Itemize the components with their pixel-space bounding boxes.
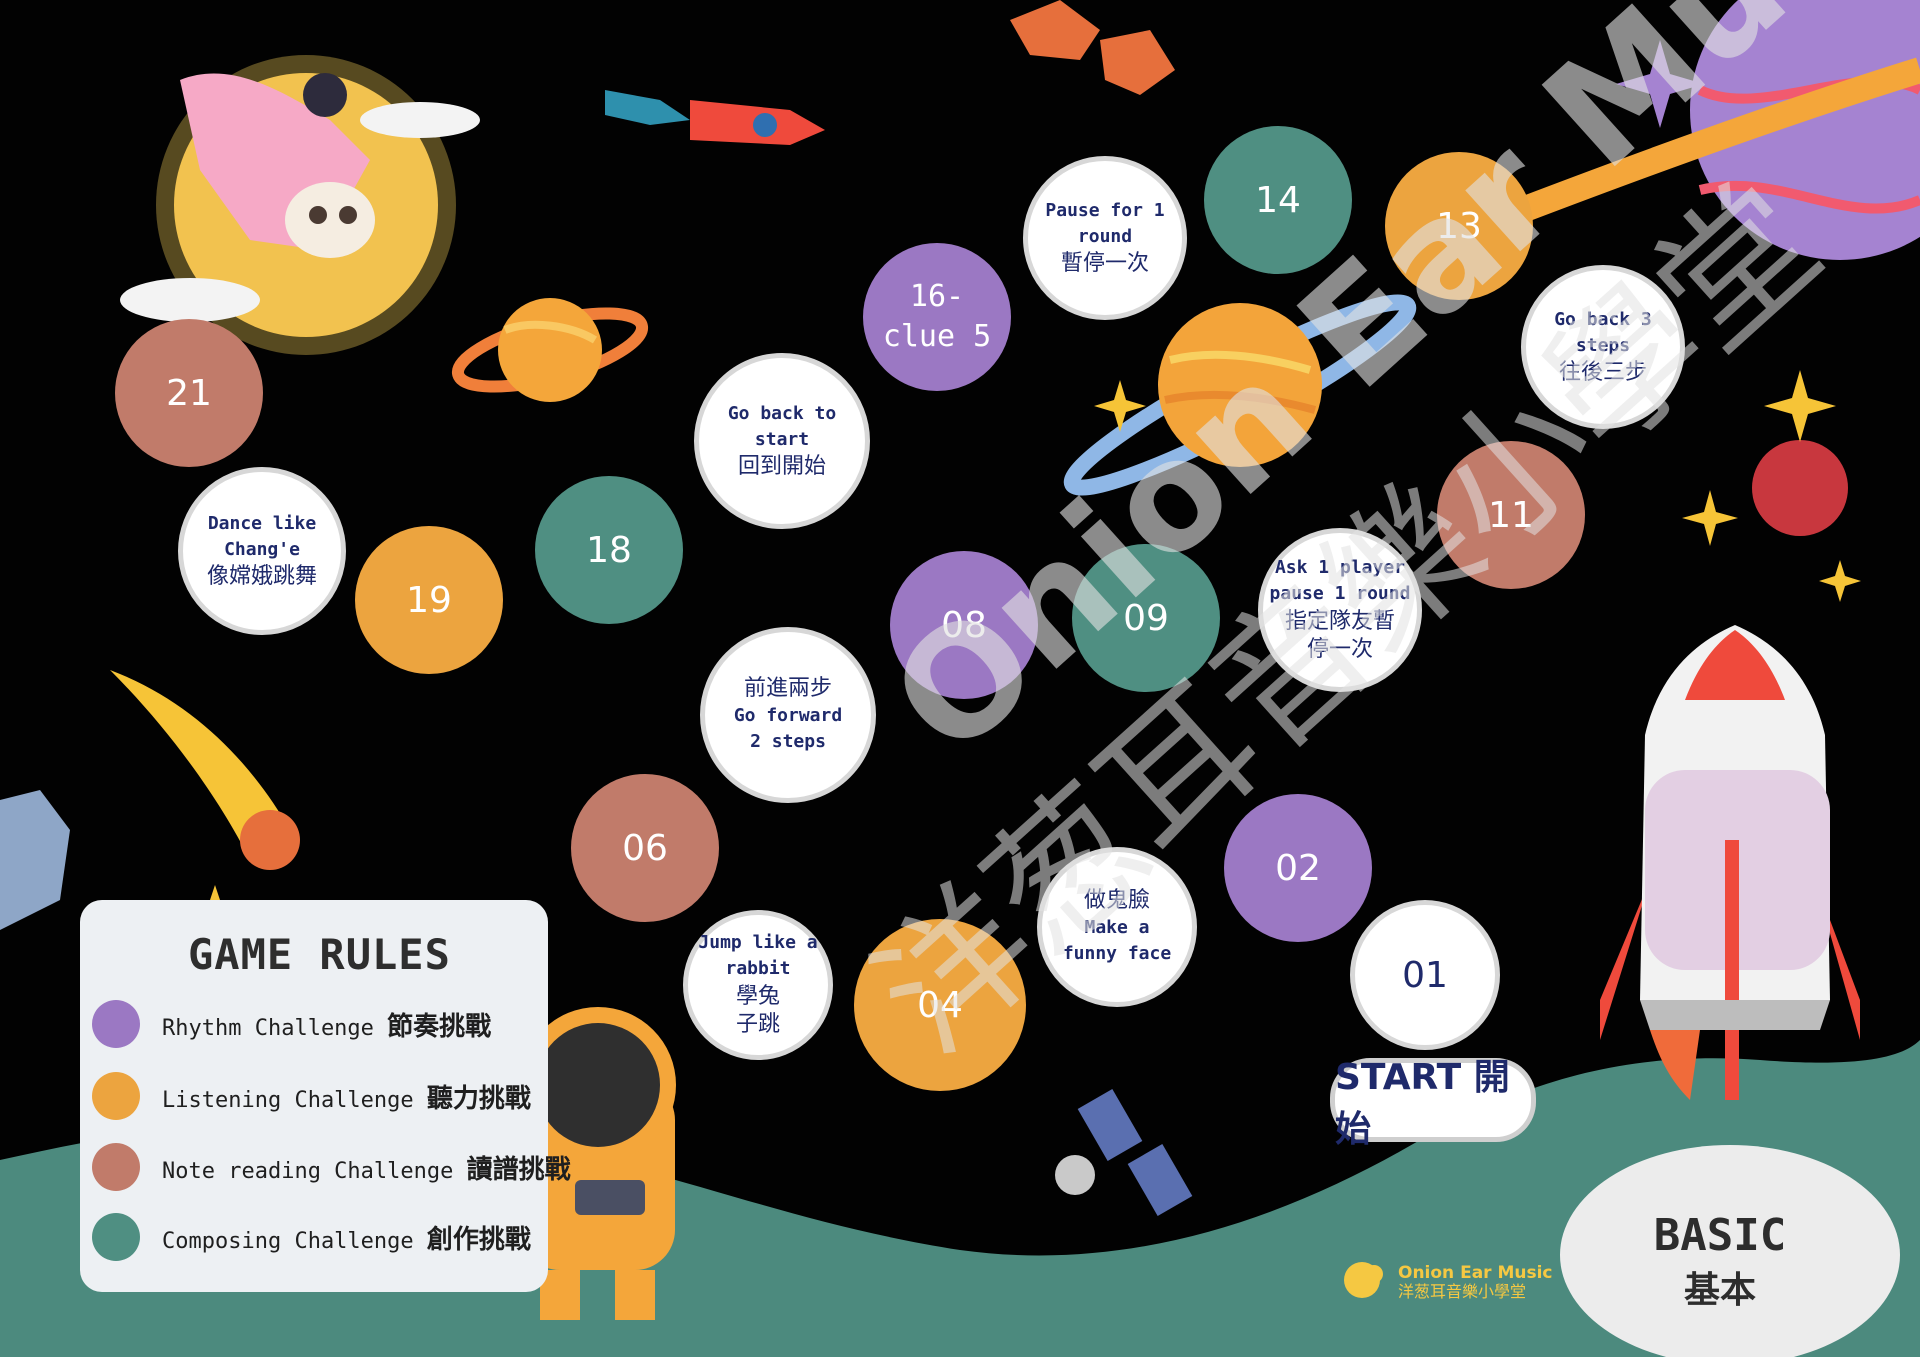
board-tile-16[interactable]: 16- clue 5 [863, 243, 1011, 391]
saturn-icon [451, 298, 649, 402]
tile-en: round [1077, 225, 1133, 247]
planet-icon [1465, 0, 1920, 260]
board-tile-10[interactable]: Ask 1 player pause 1 round 指定隊友暫停一次 [1258, 528, 1422, 692]
tile-number: 14 [1255, 179, 1301, 221]
tile-number: 01 [1402, 954, 1448, 996]
level-en: BASIC [1653, 1210, 1787, 1261]
rule-dot-composing [92, 1213, 140, 1261]
rule-label: Note reading Challenge 讀譜挑戰 [162, 1154, 571, 1185]
rule-dot-listening [92, 1072, 140, 1120]
tile-number: 06 [622, 827, 668, 869]
tile-label: 16- [909, 278, 965, 314]
tile-zh: 做鬼臉 [1083, 887, 1150, 913]
logo-text-zh: 洋葱耳音樂小學堂 [1398, 1281, 1527, 1301]
board-tile-15[interactable]: Pause for 1 round 暫停一次 [1023, 156, 1187, 320]
board-tile-21[interactable]: 21 [115, 319, 263, 467]
comet-icon [110, 670, 300, 870]
tile-en: Go back 3 [1554, 308, 1652, 330]
tile-en: Go forward [733, 705, 843, 727]
satellite-icon [1055, 1089, 1193, 1216]
tile-en: start [754, 428, 810, 450]
tile-en: Dance like [207, 512, 317, 534]
rule-rhythm: Rhythm Challenge 節奏挑戰 [92, 1000, 491, 1048]
board-tile-18[interactable]: 18 [535, 476, 683, 624]
tile-number: 02 [1275, 847, 1321, 889]
tile-number: 04 [917, 984, 963, 1026]
planet-icon [1752, 440, 1848, 536]
rule-label: Composing Challenge 創作挑戰 [162, 1224, 531, 1255]
tile-zh: 指定隊友暫 [1284, 608, 1395, 634]
tile-en: pause 1 round [1269, 583, 1411, 605]
rules-panel: GAME RULES Rhythm Challenge 節奏挑戰 Listeni… [80, 900, 571, 1292]
rules-title: GAME RULES [188, 930, 451, 979]
tile-en: Make a [1084, 917, 1150, 939]
tile-zh: 暫停一次 [1060, 250, 1149, 276]
level-label: BASIC 基本 [1620, 1210, 1820, 1313]
astronaut-icon [520, 1007, 676, 1320]
tile-en: 2 steps [750, 731, 826, 753]
board-tile-17[interactable]: Go back to start 回到開始 [694, 353, 870, 529]
onion-logo-icon [1344, 1262, 1383, 1298]
tile-number: 11 [1488, 494, 1534, 536]
tile-en: Pause for 1 [1045, 199, 1165, 221]
board-tile-05[interactable]: Jump like a rabbit 學兔子跳 [683, 910, 833, 1060]
tile-zh: 子跳 [735, 1012, 780, 1038]
board-tile-06[interactable]: 06 [571, 774, 719, 922]
tile-number: 13 [1436, 205, 1482, 247]
rule-label: Listening Challenge 聽力挑戰 [162, 1083, 531, 1114]
board-tile-09[interactable]: 09 [1072, 544, 1220, 692]
tile-zh: 往後三步 [1558, 359, 1647, 385]
tile-label: clue 5 [882, 319, 992, 354]
board-tile-12[interactable]: Go back 3 steps 往後三步 [1521, 265, 1685, 429]
tile-en: rabbit [725, 958, 791, 980]
board-tile-14[interactable]: 14 [1204, 126, 1352, 274]
tile-number: 21 [166, 372, 212, 414]
tile-zh: 學兔 [735, 983, 780, 1009]
board-tile-11[interactable]: 11 [1437, 441, 1585, 589]
board-tile-03[interactable]: 做鬼臉 Make a funny face [1037, 847, 1197, 1007]
board-tile-01[interactable]: 01 [1350, 900, 1500, 1050]
rocket-icon [605, 90, 825, 145]
tile-number: 09 [1123, 597, 1169, 639]
tile-en: Ask 1 player [1274, 557, 1406, 579]
tile-number: 08 [941, 604, 987, 646]
asteroid-icon [0, 0, 1175, 930]
tile-en: Go back to [727, 402, 837, 424]
rocket-icon [1560, 625, 1900, 1357]
tile-zh: 像嫦娥跳舞 [206, 563, 317, 589]
moon-icon [120, 55, 480, 355]
star-icon [1616, 40, 1704, 128]
tile-zh: 回到開始 [737, 453, 826, 479]
rule-note-reading: Note reading Challenge 讀譜挑戰 [92, 1143, 571, 1191]
rule-dot-note-reading [92, 1143, 140, 1191]
tile-en: steps [1575, 334, 1631, 356]
rule-label: Rhythm Challenge 節奏挑戰 [162, 1011, 492, 1042]
tile-number: 19 [406, 579, 452, 621]
tile-zh: 停一次 [1306, 637, 1373, 663]
tile-en: Jump like a [698, 932, 818, 954]
planet-icon [1063, 294, 1417, 496]
tile-zh: 前進兩步 [743, 675, 832, 701]
rule-composing: Composing Challenge 創作挑戰 [92, 1213, 531, 1261]
onion-logo-icon [1342, 1254, 1398, 1310]
rule-listening: Listening Challenge 聽力挑戰 [92, 1072, 531, 1120]
board-tile-19[interactable]: 19 [355, 526, 503, 674]
brand-logo: Onion Ear Music 洋葱耳音樂小學堂 [1342, 1254, 1553, 1310]
tile-en: funny face [1062, 943, 1172, 965]
start-button[interactable]: START 開始 [1330, 1057, 1536, 1150]
board-tile-13[interactable]: 13 [1385, 152, 1533, 300]
tile-number: 18 [586, 529, 632, 571]
logo-text-en: Onion Ear Music [1398, 1262, 1553, 1283]
level-zh: 基本 [1683, 1270, 1756, 1311]
board-tile-04[interactable]: 04 [854, 919, 1026, 1091]
board-tile-02[interactable]: 02 [1224, 794, 1372, 942]
tile-en: Chang'e [224, 538, 300, 560]
board-tile-07[interactable]: 前進兩步 Go forward 2 steps [700, 627, 876, 803]
rule-dot-rhythm [92, 1000, 140, 1048]
board-tile-08[interactable]: 08 [890, 551, 1038, 699]
